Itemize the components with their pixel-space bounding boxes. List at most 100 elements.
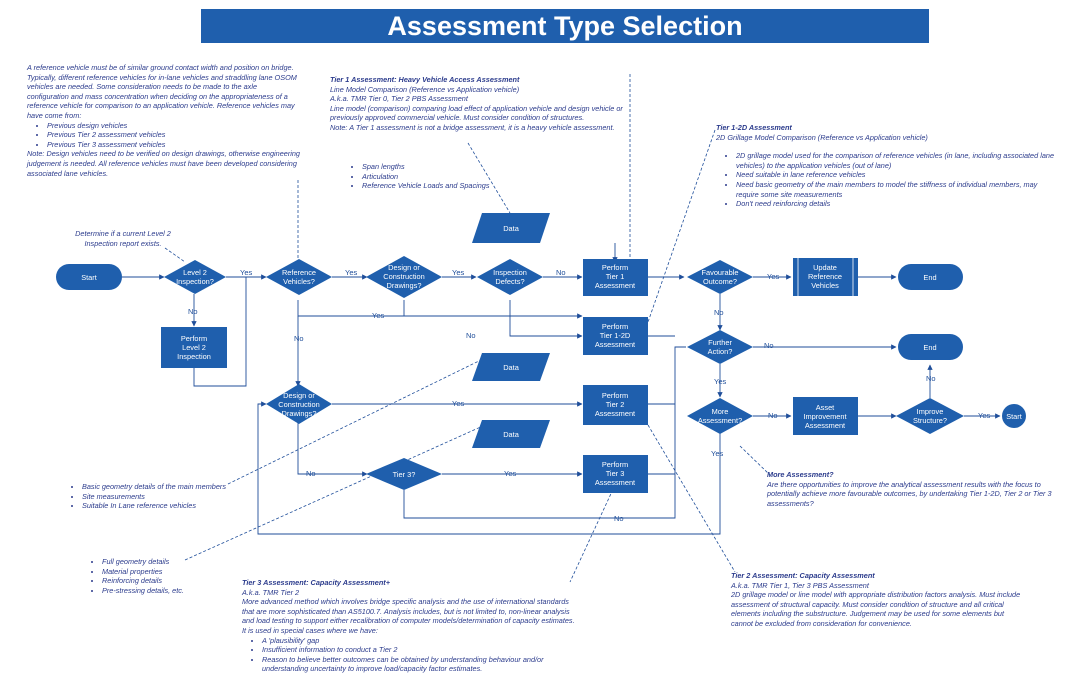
tier3-note: Tier 3 Assessment: Capacity Assessment+ … bbox=[242, 578, 577, 674]
perform-level2-node: Perform Level 2 Inspection bbox=[161, 327, 227, 368]
edge-no-label: No bbox=[306, 469, 316, 478]
svg-text:End: End bbox=[923, 273, 936, 282]
reference-note-list: Previous design vehicles Previous Tier 2… bbox=[27, 121, 300, 150]
edge-yes-label: Yes bbox=[714, 377, 726, 386]
end-node-2: End bbox=[898, 334, 963, 360]
svg-text:Drawings?: Drawings? bbox=[387, 281, 422, 290]
edge-no-label: No bbox=[188, 307, 198, 316]
tier3-data-note: Full geometry details Material propertie… bbox=[82, 557, 232, 595]
svg-text:Asset: Asset bbox=[816, 403, 834, 412]
tier3-note-line: More advanced method which involves brid… bbox=[242, 597, 575, 626]
further-action-decision: Further Action? bbox=[687, 330, 753, 364]
svg-text:Construction: Construction bbox=[383, 272, 425, 281]
list-item: Previous Tier 2 assessment vehicles bbox=[47, 130, 300, 140]
svg-text:End: End bbox=[923, 343, 936, 352]
tier12d-note: Tier 1-2D Assessment 2D Grillage Model C… bbox=[716, 123, 1061, 209]
tier12d-node: Perform Tier 1-2D Assessment bbox=[583, 317, 648, 355]
edge-yes-label: Yes bbox=[978, 411, 990, 420]
level2-note: Determine if a current Level 2 Inspectio… bbox=[68, 229, 178, 248]
svg-text:Improvement: Improvement bbox=[803, 412, 846, 421]
list-item: Need suitable in lane reference vehicles bbox=[736, 170, 1061, 180]
more-note-text: Are there opportunities to improve the a… bbox=[767, 479, 1052, 508]
edge-no-label: No bbox=[294, 334, 304, 343]
svg-text:Design or: Design or bbox=[388, 263, 420, 272]
svg-text:Perform: Perform bbox=[602, 391, 628, 400]
reference-vehicles-decision: Reference Vehicles? bbox=[266, 259, 332, 295]
edge-yes-label: Yes bbox=[240, 268, 252, 277]
edge-no-label: No bbox=[926, 374, 936, 383]
more-assessment-decision: More Assessment? bbox=[687, 398, 753, 434]
tier1-note: Tier 1 Assessment: Heavy Vehicle Access … bbox=[330, 75, 630, 133]
asset-improvement-node: Asset Improvement Assessment bbox=[793, 397, 858, 435]
svg-text:Further: Further bbox=[708, 338, 732, 347]
svg-text:Perform: Perform bbox=[181, 334, 207, 343]
svg-text:Vehicles?: Vehicles? bbox=[283, 277, 315, 286]
svg-text:Tier 1: Tier 1 bbox=[606, 272, 625, 281]
edge-yes-label: Yes bbox=[452, 399, 464, 408]
svg-text:Perform: Perform bbox=[602, 322, 628, 331]
edge-yes-label: Yes bbox=[345, 268, 357, 277]
reference-vehicle-note: A reference vehicle must be of similar g… bbox=[27, 63, 300, 178]
tier3-decision: Tier 3? bbox=[366, 458, 442, 490]
tier1-data-note: Span lengths Articulation Reference Vehi… bbox=[342, 162, 512, 191]
tier3-note-line: A.k.a. TMR Tier 2 bbox=[242, 587, 300, 597]
svg-text:Favourable: Favourable bbox=[702, 268, 739, 277]
svg-text:Data: Data bbox=[503, 363, 520, 372]
tier12d-note-heading: Tier 1-2D Assessment bbox=[716, 123, 792, 132]
list-item: Span lengths bbox=[362, 162, 512, 172]
svg-text:Structure?: Structure? bbox=[913, 416, 947, 425]
svg-text:Inspection?: Inspection? bbox=[176, 277, 214, 286]
svg-text:Vehicles: Vehicles bbox=[811, 281, 839, 290]
svg-text:Tier 3?: Tier 3? bbox=[393, 470, 416, 479]
connectors bbox=[122, 243, 1001, 535]
edge-yes-label: Yes bbox=[372, 311, 384, 320]
edge-no-label: No bbox=[768, 411, 778, 420]
tier2-note-line: 2D grillage model or line model with app… bbox=[731, 590, 1021, 628]
list-item: Reinforcing details bbox=[102, 576, 232, 586]
callout-lines bbox=[164, 74, 771, 583]
tier2-note-line: A.k.a. TMR Tier 1, Tier 3 PBS Assessment bbox=[731, 580, 869, 590]
list-item: Don't need reinforcing details bbox=[736, 199, 1061, 209]
edge-yes-label: Yes bbox=[711, 449, 723, 458]
tier1-note-line: Line Model Comparison (Reference vs Appl… bbox=[330, 84, 520, 94]
tier1-note-line: Line model (comparison) comparing load e… bbox=[330, 103, 623, 123]
level2-decision: Level 2 Inspection? bbox=[164, 260, 226, 294]
tier1-note-line: Note: A Tier 1 assessment is not a bridg… bbox=[330, 122, 615, 132]
tier2-data-note: Basic geometry details of the main membe… bbox=[62, 482, 242, 511]
list-item: Site measurements bbox=[82, 492, 242, 502]
svg-text:Perform: Perform bbox=[602, 263, 628, 272]
end-node-1: End bbox=[898, 264, 963, 290]
data-node-1: Data bbox=[472, 213, 550, 243]
svg-text:Assessment: Assessment bbox=[595, 340, 635, 349]
svg-text:Tier 1-2D: Tier 1-2D bbox=[600, 331, 631, 340]
design-drawings-decision-2: Design or Construction Drawings? bbox=[266, 384, 332, 424]
list-item: A 'plausibility' gap bbox=[262, 636, 577, 646]
svg-text:Assessment: Assessment bbox=[595, 478, 635, 487]
svg-text:Defects?: Defects? bbox=[495, 277, 524, 286]
favourable-outcome-decision: Favourable Outcome? bbox=[687, 260, 753, 294]
tier3-note-heading: Tier 3 Assessment: Capacity Assessment+ bbox=[242, 578, 390, 587]
list-item: Full geometry details bbox=[102, 557, 232, 567]
list-item: Reference Vehicle Loads and Spacings bbox=[362, 181, 512, 191]
level2-note-text: Determine if a current Level 2 Inspectio… bbox=[75, 229, 171, 248]
design-drawings-decision-1: Design or Construction Drawings? bbox=[366, 256, 442, 298]
svg-text:Design or: Design or bbox=[283, 391, 315, 400]
svg-text:Reference: Reference bbox=[808, 272, 842, 281]
edge-no-label: No bbox=[714, 308, 724, 317]
edge-labels: Yes No Yes Yes No Yes No No Yes No Yes N… bbox=[188, 268, 990, 523]
start-label: Start bbox=[81, 273, 97, 282]
edge-no-label: No bbox=[614, 514, 624, 523]
tier1-note-heading: Tier 1 Assessment: Heavy Vehicle Access … bbox=[330, 75, 520, 84]
svg-text:Assessment: Assessment bbox=[595, 281, 635, 290]
svg-text:Update: Update bbox=[813, 263, 837, 272]
list-item: Previous Tier 3 assessment vehicles bbox=[47, 140, 300, 150]
list-item: Suitable In Lane reference vehicles bbox=[82, 501, 242, 511]
edge-no-label: No bbox=[466, 331, 476, 340]
list-item: Articulation bbox=[362, 172, 512, 182]
list-item: Insufficient information to conduct a Ti… bbox=[262, 645, 577, 655]
tier3-node: Perform Tier 3 Assessment bbox=[583, 455, 648, 493]
reference-note-footer: Note: Design vehicles need to be verifie… bbox=[27, 149, 300, 178]
reference-note-text: A reference vehicle must be of similar g… bbox=[27, 63, 297, 120]
svg-text:Start: Start bbox=[1006, 412, 1022, 421]
list-item: Need basic geometry of the main members … bbox=[736, 180, 1061, 199]
